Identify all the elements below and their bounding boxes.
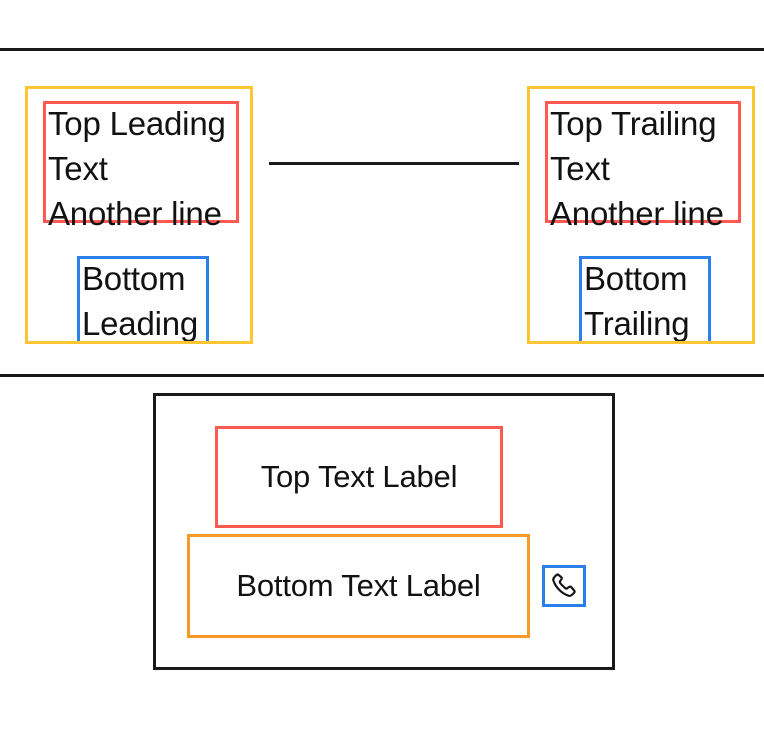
phone-icon [549, 571, 579, 601]
bottom-text-box-leading: Bottom Leading [77, 256, 209, 342]
outer-container-trailing: Top Trailing Text Another line Bottom Tr… [527, 86, 755, 344]
top-trailing-text: Top Trailing Text Another line [550, 105, 724, 232]
top-label-box: Top Text Label [215, 426, 503, 528]
call-button[interactable] [542, 565, 586, 607]
connector-line [269, 162, 519, 165]
bottom-text-label: Bottom Text Label [236, 568, 481, 603]
top-divider [0, 48, 764, 51]
top-leading-text: Top Leading Text Another line [48, 105, 226, 232]
bottom-leading-text: Bottom Leading [82, 260, 199, 342]
middle-divider [0, 374, 764, 377]
outer-container-leading: Top Leading Text Another line Bottom Lea… [25, 86, 253, 344]
bottom-label-box: Bottom Text Label [187, 534, 530, 638]
stacked-label-card: Top Text Label Bottom Text Label [153, 393, 615, 670]
top-text-box-trailing: Top Trailing Text Another line [545, 101, 741, 232]
leading-trailing-section: Top Leading Text Another line Bottom Lea… [0, 49, 764, 374]
top-text-box-leading: Top Leading Text Another line [43, 101, 239, 232]
bottom-text-box-trailing: Bottom Trailing [579, 256, 711, 342]
bottom-trailing-text: Bottom Trailing [584, 260, 690, 342]
top-text-label: Top Text Label [260, 459, 458, 494]
